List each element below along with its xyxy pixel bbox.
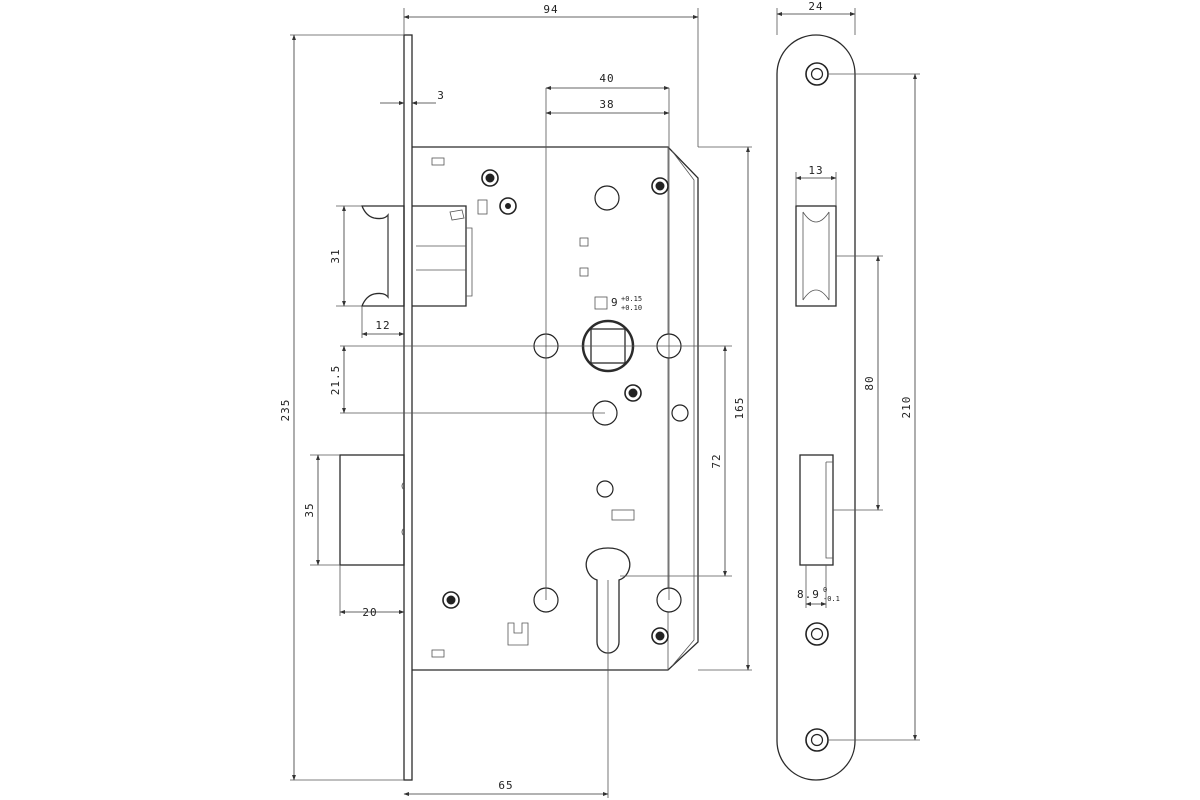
dim-spindle-tol-upper: +0.15 xyxy=(621,295,642,303)
faceplate xyxy=(403,34,413,781)
case-features xyxy=(431,157,689,658)
dimension-lines xyxy=(290,8,920,798)
deadbolt xyxy=(339,454,405,566)
dim-total-height: 235 xyxy=(279,399,292,422)
dim-faceplate-thickness: 3 xyxy=(437,89,445,102)
dim-deadbolt-projection: 20 xyxy=(362,606,377,619)
strike-slot-latch xyxy=(795,205,837,307)
dim-strike-height: 210 xyxy=(900,396,913,419)
dim-latch-height: 31 xyxy=(329,248,342,263)
dim-lock-width: 94 xyxy=(543,3,558,16)
dim-strike-width: 24 xyxy=(808,0,823,13)
strike-plate xyxy=(776,34,856,781)
dim-strike-slot2-tol-upper: 0 xyxy=(823,586,827,594)
case-screws xyxy=(442,169,669,645)
dim-latch-to-spindle: 21.5 xyxy=(329,365,342,396)
lock-case xyxy=(412,146,699,671)
latch-bolt xyxy=(361,205,473,307)
dim-spindle-to-cylinder: 72 xyxy=(710,453,723,468)
dim-strike-slot-distance: 80 xyxy=(863,375,876,390)
dim-case-depth: 40 xyxy=(599,72,614,85)
dim-latch-projection: 12 xyxy=(375,319,390,332)
dim-strike-slot2-width: 8.9 xyxy=(797,588,820,601)
dim-handle-offset: 38 xyxy=(599,98,614,111)
dim-deadbolt-height: 35 xyxy=(303,502,316,517)
strike-slot-deadbolt xyxy=(799,454,834,566)
dim-strike-slot2-tol-lower: -0.1 xyxy=(823,595,840,603)
dimension-labels: 94 3 40 38 9 +0.15 +0.10 12 20 65 24 13 … xyxy=(279,0,913,792)
dim-case-height: 165 xyxy=(733,397,746,420)
dim-spindle-tol-lower: +0.10 xyxy=(621,304,642,312)
lock-body xyxy=(339,34,699,781)
dim-backset: 65 xyxy=(498,779,513,792)
dim-spindle-square: 9 xyxy=(611,296,619,309)
dim-strike-slot-width: 13 xyxy=(808,164,823,177)
case-bevel xyxy=(671,150,695,667)
